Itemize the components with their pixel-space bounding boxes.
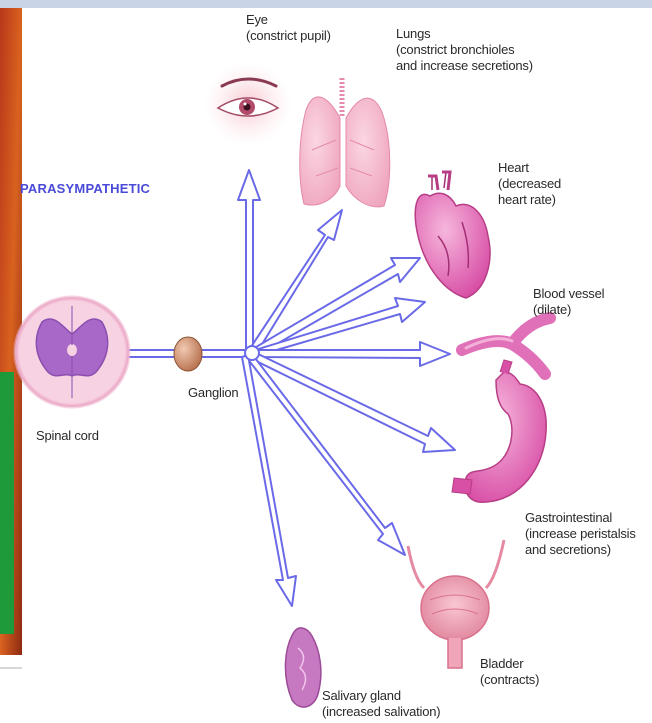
label-eye: Eye (constrict pupil)	[246, 12, 331, 44]
label-bladder: Bladder (contracts)	[480, 656, 539, 688]
gastrointestinal-illustration	[452, 360, 546, 502]
gastrointestinal-effect-line-1: (increase peristalsis	[525, 526, 636, 542]
eye-effect: (constrict pupil)	[246, 28, 331, 44]
ganglion-illustration	[174, 337, 202, 371]
lungs-effect-line-2: and increase secretions)	[396, 58, 533, 74]
gastrointestinal-effect-line-2: and secretions)	[525, 542, 636, 558]
bladder-effect: (contracts)	[480, 672, 539, 688]
label-lungs: Lungs (constrict bronchioles and increas…	[396, 26, 533, 74]
eye-illustration	[204, 62, 292, 146]
label-blood-vessel: Blood vessel (dilate)	[533, 286, 604, 318]
hub	[245, 346, 259, 360]
heart-effect-line-1: (decreased	[498, 176, 561, 192]
blood-vessel-effect: (dilate)	[533, 302, 604, 318]
heart-effect-line-2: heart rate)	[498, 192, 561, 208]
lungs-effect-line-1: (constrict bronchioles	[396, 42, 533, 58]
label-ganglion: Ganglion	[188, 385, 238, 401]
salivary-gland-effect: (increased salivation)	[322, 704, 440, 720]
heart-illustration	[415, 172, 490, 298]
spinal-cord-illustration	[16, 298, 128, 406]
label-gastrointestinal: Gastrointestinal (increase peristalsis a…	[525, 510, 636, 558]
arrow-salivary-gland	[242, 355, 296, 606]
gastrointestinal-name: Gastrointestinal	[525, 510, 636, 526]
bladder-illustration	[408, 540, 504, 668]
eye-name: Eye	[246, 12, 331, 28]
lungs-illustration	[300, 78, 390, 207]
lungs-name: Lungs	[396, 26, 533, 42]
salivary-gland-illustration	[285, 628, 320, 707]
arrow-eye	[238, 170, 260, 352]
blood-vessel-name: Blood vessel	[533, 286, 604, 302]
bladder-name: Bladder	[480, 656, 539, 672]
salivary-gland-name: Salivary gland	[322, 688, 440, 704]
connector-arrows	[112, 170, 455, 606]
label-spinal-cord: Spinal cord	[36, 428, 99, 444]
label-heart: Heart (decreased heart rate)	[498, 160, 561, 208]
diagram-title: PARASYMPATHETIC	[20, 181, 150, 196]
arrow-bladder	[247, 354, 405, 555]
label-salivary-gland: Salivary gland (increased salivation)	[322, 688, 440, 720]
heart-name: Heart	[498, 160, 561, 176]
